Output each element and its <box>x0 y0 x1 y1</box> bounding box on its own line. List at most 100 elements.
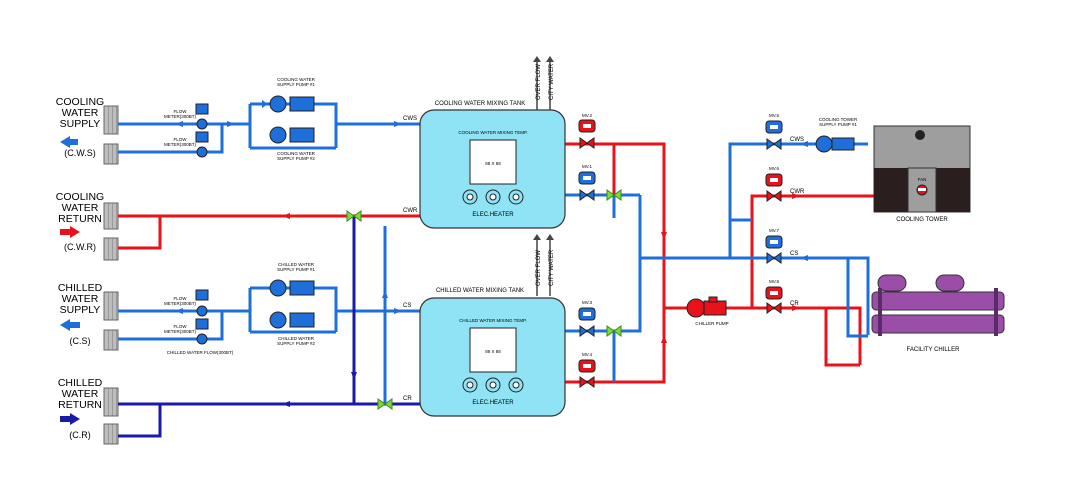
chilled-tank-title: CHILLED WATER MIXING TANK <box>436 288 524 294</box>
right-label-cs: CS <box>790 251 798 257</box>
flow-meter-cw-top: FLOW METER(300BT) <box>164 103 209 130</box>
overflow-label-top: OVER FLOW <box>536 64 542 100</box>
svg-text:COOLING WATER: COOLING WATER <box>277 77 316 82</box>
cs-flange-bottom <box>103 329 119 351</box>
motor-valve-mv6[interactable]: MV.6 <box>765 166 783 202</box>
svg-text:SUPPLY PUMP #1: SUPPLY PUMP #1 <box>277 82 315 87</box>
svg-text:CHILLED WATER MIXING TEMP.: CHILLED WATER MIXING TEMP. <box>459 318 527 323</box>
svg-text:CHILLER PUMP: CHILLER PUMP <box>695 321 728 326</box>
cwr-arrow-icon <box>60 226 80 238</box>
svg-text:MV.3: MV.3 <box>582 300 593 305</box>
cwr-flange-bottom <box>103 237 119 261</box>
overflow-label-bottom: OVER FLOW <box>536 250 542 286</box>
cr-label-3: RETURN <box>58 399 102 411</box>
cooling-pump-2: COOLING WATER SUPPLY PUMP #2 <box>269 126 316 161</box>
cooling-water-tank: COOLING WATER MIXING TANK COOLING WATER … <box>419 101 566 229</box>
mixing-valves <box>346 189 622 410</box>
pipe-label-cwr: CWR <box>403 208 418 214</box>
cs-label-1: CHILLED <box>58 282 103 294</box>
svg-text:MV.2: MV.2 <box>582 113 593 118</box>
cooling-tank-title: COOLING WATER MIXING TANK <box>435 101 525 107</box>
right-label-cws: CWS <box>790 137 804 143</box>
tower-supply-pump[interactable]: COOLING TOWER SUPPLY PUMP #1 <box>815 117 858 153</box>
cwr-label-3: RETURN <box>58 213 102 225</box>
cwr-label-2: WATER <box>62 202 99 214</box>
svg-text:ELEC.HEATER: ELEC.HEATER <box>472 212 514 218</box>
motor-valve-mv1[interactable]: MV.1 <box>578 164 596 201</box>
cs-arrow-icon <box>60 319 80 331</box>
svg-text:MV.5: MV.5 <box>769 113 780 118</box>
svg-text:METER(300BT): METER(300BT) <box>164 114 197 119</box>
svg-text:METER(300BT): METER(300BT) <box>164 142 197 147</box>
cr-code: (C.R) <box>69 430 91 440</box>
flow-meter-ch-top: FLOW METER(300BT) <box>164 289 209 317</box>
svg-text:SUPPLY PUMP #2: SUPPLY PUMP #2 <box>277 156 315 161</box>
svg-text:CHILLED WATER: CHILLED WATER <box>278 336 315 341</box>
city-water-label-bottom: CITY WATER <box>549 249 555 286</box>
chilled-pump-1: CHILLED WATER SUPPLY PUMP #1 <box>269 262 315 297</box>
motor-valve-mv8[interactable]: MV.8 <box>765 279 783 314</box>
cws-label-1: COOLING <box>56 96 104 108</box>
cs-label-3: SUPPLY <box>60 304 101 316</box>
svg-text:FLOW: FLOW <box>174 109 188 114</box>
svg-text:MV.7: MV.7 <box>769 228 780 233</box>
svg-text:88 X 88: 88 X 88 <box>485 161 501 166</box>
pipe-label-cws: CWS <box>403 116 417 122</box>
cr-flange-top <box>103 387 119 417</box>
motor-valve-mv5[interactable]: MV.5 <box>765 113 783 150</box>
chilled-flow-label: CHILLED WATER FLOW(300BT) <box>167 350 234 355</box>
cwr-code: (C.W.R) <box>64 242 96 252</box>
pipe-label-cr: CR <box>403 396 412 402</box>
cwr-flange-top <box>103 202 119 230</box>
chiller-pump[interactable]: CHILLER PUMP <box>686 296 729 326</box>
vents: OVER FLOW CITY WATER OVER FLOW CITY WATE… <box>533 56 555 286</box>
cws-label-3: SUPPLY <box>60 118 101 130</box>
cs-code: (C.S) <box>70 336 91 346</box>
facility-chiller: FACILITY CHILLER <box>871 274 1005 353</box>
svg-text:MV.6: MV.6 <box>769 166 780 171</box>
motor-valve-mv4[interactable]: MV.4 <box>578 352 596 388</box>
cws-label-2: WATER <box>62 107 99 119</box>
cs-label-2: WATER <box>62 293 99 305</box>
chilled-water-tank: CHILLED WATER MIXING TANK CHILLED WATER … <box>419 288 566 417</box>
left-header-cws: COOLING WATER SUPPLY (C.W.S) <box>56 96 119 165</box>
cooling-tower: FAN COOLING TOWER <box>873 125 971 223</box>
motor-valve-mv7[interactable]: MV.7 <box>765 228 783 264</box>
fan-label: FAN <box>918 177 927 182</box>
motor-valve-mv3[interactable]: MV.3 <box>578 300 596 337</box>
svg-text:FLOW: FLOW <box>174 324 188 329</box>
city-water-label-top: CITY WATER <box>549 63 555 100</box>
left-header-cs: CHILLED WATER SUPPLY (C.S) <box>58 282 119 351</box>
svg-text:METER(300BT): METER(300BT) <box>164 301 197 306</box>
svg-text:SUPPLY PUMP #1: SUPPLY PUMP #1 <box>819 122 857 127</box>
svg-text:ELEC.HEATER: ELEC.HEATER <box>472 400 514 406</box>
svg-text:88 X 88: 88 X 88 <box>485 349 501 354</box>
svg-text:METER(300BT): METER(300BT) <box>164 329 197 334</box>
cr-label-1: CHILLED <box>58 377 103 389</box>
cr-flange-bottom <box>103 423 119 445</box>
cs-flange-top <box>103 291 119 321</box>
svg-text:COOLING WATER: COOLING WATER <box>277 151 316 156</box>
pipe-label-cs: CS <box>403 303 411 309</box>
facility-chiller-label: FACILITY CHILLER <box>907 347 961 353</box>
left-header-cr: CHILLED WATER RETURN (C.R) <box>58 377 119 445</box>
svg-text:COOLING WATER MIXING TEMP.: COOLING WATER MIXING TEMP. <box>458 130 527 135</box>
motor-valve-mv2[interactable]: MV.2 <box>578 113 596 149</box>
svg-text:MV.1: MV.1 <box>582 164 593 169</box>
svg-text:SUPPLY PUMP #1: SUPPLY PUMP #1 <box>277 267 315 272</box>
svg-text:MV.8: MV.8 <box>769 279 780 284</box>
cws-code: (C.W.S) <box>64 148 96 158</box>
cws-flange-top <box>103 105 119 135</box>
svg-text:FLOW: FLOW <box>174 296 188 301</box>
cwr-label-1: COOLING <box>56 191 104 203</box>
right-label-cwr: CWR <box>790 189 805 195</box>
right-label-cr: CR <box>790 301 799 307</box>
cooling-pump-1: COOLING WATER SUPPLY PUMP #1 <box>262 77 316 113</box>
flow-meter-ch-bottom: FLOW METER(300BT) CHILLED WATER FLOW(300… <box>164 318 234 355</box>
svg-text:COOLING TOWER: COOLING TOWER <box>819 117 858 122</box>
svg-text:FLOW: FLOW <box>174 137 188 142</box>
cr-arrow-icon <box>60 413 80 425</box>
chilled-pump-2: CHILLED WATER SUPPLY PUMP #2 <box>269 311 315 346</box>
svg-text:CHILLED WATER: CHILLED WATER <box>278 262 315 267</box>
